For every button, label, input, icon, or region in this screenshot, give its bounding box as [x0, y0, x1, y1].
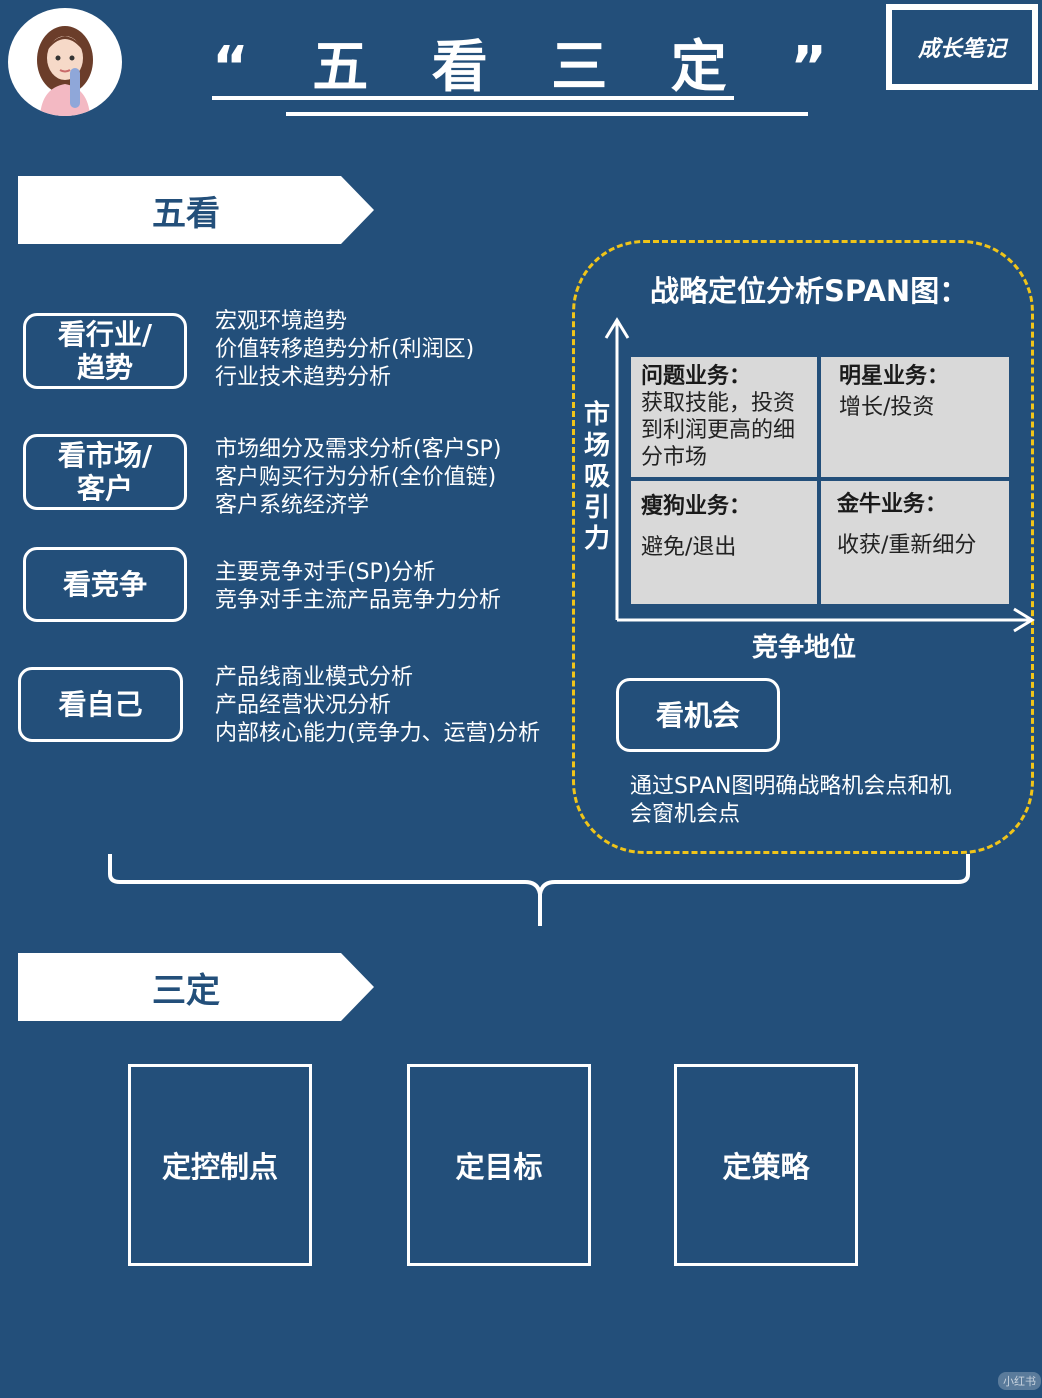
- look-market-label-line1: 看市场/: [57, 439, 153, 472]
- desc-line: 宏观环境趋势: [215, 309, 348, 334]
- five-looks-banner: 五看: [18, 176, 374, 244]
- three-decisions-banner: 三定: [18, 953, 374, 1021]
- desc-line: 行业技术趋势分析: [215, 365, 392, 390]
- quadrant-dog-body: 避免/退出: [641, 535, 737, 560]
- avatar-illustration: [37, 26, 93, 116]
- look-opportunity-pill: 看机会: [616, 678, 780, 752]
- title-underline-bottom: [286, 112, 808, 116]
- span-axes: [604, 317, 1035, 633]
- look-competition-desc: 主要竞争对手(SP)分析 竞争对手主流产品竞争力分析: [215, 559, 501, 615]
- desc-line: 价值转移趋势分析(利润区): [215, 337, 475, 362]
- look-industry-desc: 宏观环境趋势 价值转移趋势分析(利润区) 行业技术趋势分析: [215, 308, 474, 392]
- quadrant-question: 问题业务： 获取技能，投资到利润更高的细分市场: [631, 357, 817, 477]
- quadrant-cow: 金牛业务： 收获/重新细分: [821, 481, 1009, 604]
- page-title: “ 五 看 三 定 ”: [212, 35, 850, 100]
- span-container: [572, 240, 1034, 854]
- look-self-label: 看自己: [58, 688, 143, 721]
- desc-line: 客户购买行为分析(全价值链): [215, 465, 497, 490]
- quadrant-star-body: 增长/投资: [839, 395, 935, 420]
- look-opportunity-label: 看机会: [655, 698, 740, 732]
- three-decisions-heading: 三定: [152, 970, 220, 1011]
- decide-goal-label: 定目标: [455, 1150, 543, 1184]
- desc-line: 产品线商业模式分析: [215, 665, 414, 690]
- desc-line: 通过SPAN图明确战略机会点和机: [630, 774, 952, 799]
- five-looks-heading: 五看: [152, 193, 220, 234]
- watermark: 小红书: [998, 1372, 1041, 1390]
- quadrant-question-title: 问题业务：: [641, 364, 752, 389]
- brand-label: 成长笔记: [917, 37, 1006, 62]
- brand-badge: 成长笔记: [886, 4, 1038, 90]
- desc-line: 内部核心能力(竞争力、运营)分析: [215, 721, 541, 746]
- look-industry-pill: 看行业/ 趋势: [23, 313, 187, 389]
- y-axis-label: 市场吸引力: [583, 400, 610, 554]
- look-market-label-line2: 客户: [76, 472, 133, 505]
- desc-line: 会窗机会点: [630, 802, 741, 827]
- desc-line: 产品经营状况分析: [215, 693, 392, 718]
- look-industry-label-line1: 看行业/: [57, 318, 153, 351]
- brace-connector: [108, 854, 970, 926]
- decide-goal-box: 定目标: [407, 1064, 591, 1266]
- decide-strategy-box: 定策略: [674, 1064, 858, 1266]
- quadrant-star: 明星业务： 增长/投资: [821, 357, 1009, 477]
- look-self-pill: 看自己: [18, 667, 183, 742]
- opportunity-desc: 通过SPAN图明确战略机会点和机 会窗机会点: [630, 773, 951, 829]
- desc-line: 市场细分及需求分析(客户SP): [215, 437, 502, 462]
- look-self-desc: 产品线商业模式分析 产品经营状况分析 内部核心能力(竞争力、运营)分析: [215, 664, 540, 748]
- avatar: [8, 8, 122, 116]
- desc-line: 主要竞争对手(SP)分析: [215, 560, 436, 585]
- look-market-desc: 市场细分及需求分析(客户SP) 客户购买行为分析(全价值链) 客户系统经济学: [215, 436, 501, 520]
- span-title: 战略定位分析SPAN图：: [650, 274, 969, 308]
- decide-control-point-box: 定控制点: [128, 1064, 312, 1266]
- quadrant-question-body: 获取技能，投资到利润更高的细分市场: [641, 391, 796, 470]
- x-axis-label: 竞争地位: [752, 633, 857, 663]
- quadrant-dog-title: 瘦狗业务：: [641, 494, 752, 519]
- decide-strategy-label: 定策略: [722, 1150, 810, 1184]
- decide-control-point-label: 定控制点: [161, 1150, 278, 1184]
- quadrant-dog: 瘦狗业务： 避免/退出: [631, 481, 817, 604]
- look-industry-label-line2: 趋势: [76, 351, 133, 384]
- desc-line: 竞争对手主流产品竞争力分析: [215, 588, 502, 613]
- title-underline-top: [212, 96, 734, 100]
- look-market-pill: 看市场/ 客户: [23, 434, 187, 510]
- look-competition-label: 看竞争: [62, 568, 147, 601]
- desc-line: 客户系统经济学: [215, 493, 370, 518]
- quadrant-cow-title: 金牛业务：: [837, 492, 948, 517]
- look-competition-pill: 看竞争: [23, 547, 187, 622]
- quadrant-star-title: 明星业务：: [839, 364, 950, 389]
- quadrant-cow-body: 收获/重新细分: [837, 533, 977, 558]
